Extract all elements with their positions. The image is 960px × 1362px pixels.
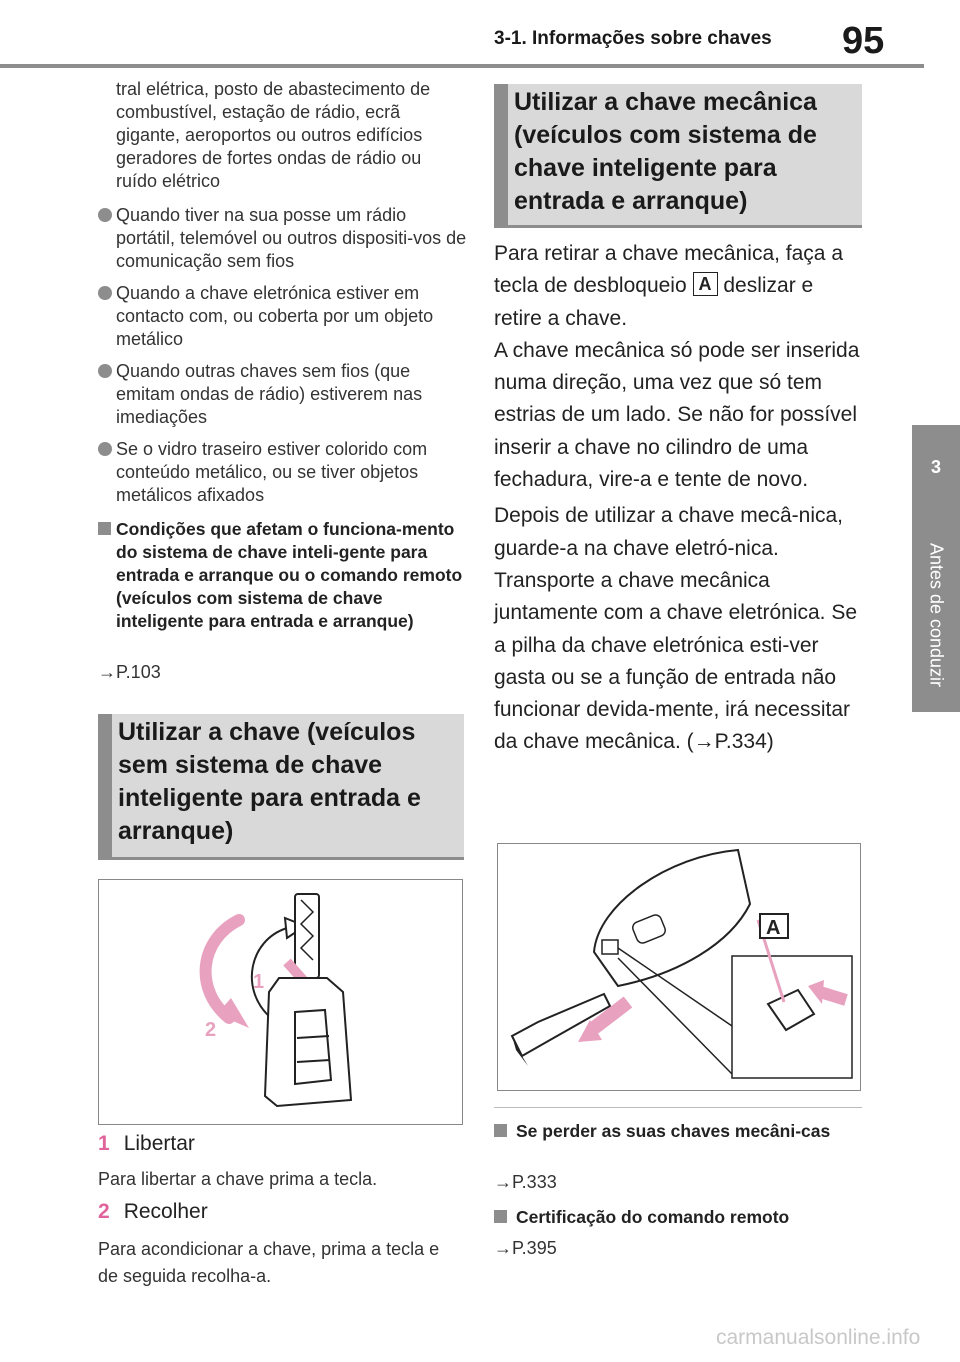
recolher-arrow: [199, 914, 245, 1024]
smart-key-figure: A: [497, 843, 861, 1091]
section-heading-box: Utilizar a chave mecânica (veículos com …: [494, 84, 862, 228]
list-item: Quando outras chaves sem fios (que emita…: [98, 360, 468, 429]
bullet-text: Quando tiver na sua posse um rádio portá…: [116, 205, 467, 271]
header-divider: [0, 64, 924, 68]
paragraph: Para retirar a chave mecânica, faça a te…: [494, 238, 864, 335]
section-heading: Utilizar a chave mecânica (veículos com …: [514, 88, 817, 215]
step-number: 2: [98, 1200, 110, 1223]
page-reference-link[interactable]: →P.103: [98, 662, 161, 682]
figure-label-a: A: [766, 917, 780, 939]
folding-key-illustration: 1 2: [199, 893, 353, 1108]
section-title: 3-1. Informações sobre chaves: [494, 28, 772, 49]
square-bullet-icon: [98, 522, 111, 535]
paragraph-text: deslizar e retire a chave.: [494, 274, 814, 330]
folding-key-figure: 1 2: [98, 879, 463, 1125]
figure-label-2: 2: [205, 1019, 216, 1041]
chapter-tab: 3: [912, 425, 960, 712]
paragraph: A chave mecânica só pode ser inserida nu…: [494, 338, 860, 492]
list-item: Quando a chave eletrónica estiver em con…: [98, 282, 468, 351]
bullet-icon: [98, 286, 112, 300]
bullet-text: Quando outras chaves sem fios (que emita…: [116, 361, 423, 427]
bullet-icon: [98, 442, 112, 456]
chapter-label-wrap: Antes de conduzir: [912, 520, 960, 710]
paragraph: Depois de utilizar a chave mecâ-nica, gu…: [494, 504, 858, 754]
recolher-arrowhead: [217, 998, 249, 1028]
label-a-box: [759, 913, 789, 939]
step-1-note: Para libertar a chave prima a tecla.: [98, 1169, 378, 1189]
bullet-text: Quando a chave eletrónica estiver em con…: [116, 283, 434, 349]
key-a-marker: A: [692, 272, 718, 297]
condition-heading: Condições que afetam o funciona-mento do…: [98, 518, 468, 633]
bullet-icon: [98, 364, 112, 378]
smart-key-body: [592, 848, 752, 988]
lead-paragraph: tral elétrica, posto de abastecimento de…: [116, 79, 431, 191]
list-item: Quando tiver na sua posse um rádio portá…: [98, 204, 468, 273]
key-buttons: [294, 1008, 333, 1086]
square-bullet-icon: [494, 1124, 507, 1137]
release-tab: [601, 939, 619, 955]
pull-arrow: [589, 996, 633, 1034]
smart-key-illustration: A: [510, 848, 853, 1079]
bullet-icon: [98, 208, 112, 222]
paragraph-text: Para retirar a chave mecânica, faça a te…: [494, 242, 844, 298]
watermark: carmanualsonline.info: [716, 1326, 921, 1349]
sub-heading-text: Se perder as suas chaves mecâni-cas: [516, 1121, 831, 1141]
divider: [494, 1107, 862, 1108]
chapter-number: 3: [930, 457, 941, 477]
figure-label-1: 1: [253, 971, 264, 993]
slide-arrow: [818, 986, 848, 1006]
page-number: 95: [842, 20, 885, 62]
libertar-arrow: [250, 927, 288, 1019]
step-number: 1: [98, 1132, 110, 1155]
section-heading-box: Utilizar a chave (veículos sem sistema d…: [98, 714, 464, 860]
step-label: Recolher: [123, 1200, 208, 1223]
section-heading: Utilizar a chave (veículos sem sistema d…: [118, 718, 421, 845]
step-2: 2 Recolher: [98, 1200, 208, 1224]
step-label: Libertar: [123, 1132, 195, 1155]
sub-heading-text: Certificação do comando remoto: [516, 1207, 790, 1227]
step-2-note: Para acondicionar a chave, prima a tecla…: [98, 1239, 440, 1286]
right-body: Para retirar a chave mecânica, faça a te…: [494, 238, 864, 759]
list-item: Se o vidro traseiro estiver colorido com…: [98, 438, 468, 507]
page-reference-link[interactable]: →P.395: [494, 1238, 557, 1258]
sub-heading: Se perder as suas chaves mecâni-cas: [494, 1120, 862, 1142]
condition-heading-text: Condições que afetam o funciona-mento do…: [116, 519, 463, 631]
chapter-label: Antes de conduzir: [926, 542, 947, 688]
square-bullet-icon: [494, 1210, 507, 1223]
bullet-text: Se o vidro traseiro estiver colorido com…: [116, 439, 428, 505]
step-1: 1 Libertar: [98, 1132, 195, 1156]
page-reference-link[interactable]: →P.333: [494, 1172, 557, 1192]
unlock-button: [766, 988, 816, 1032]
sub-heading: Certificação do comando remoto: [494, 1206, 862, 1228]
